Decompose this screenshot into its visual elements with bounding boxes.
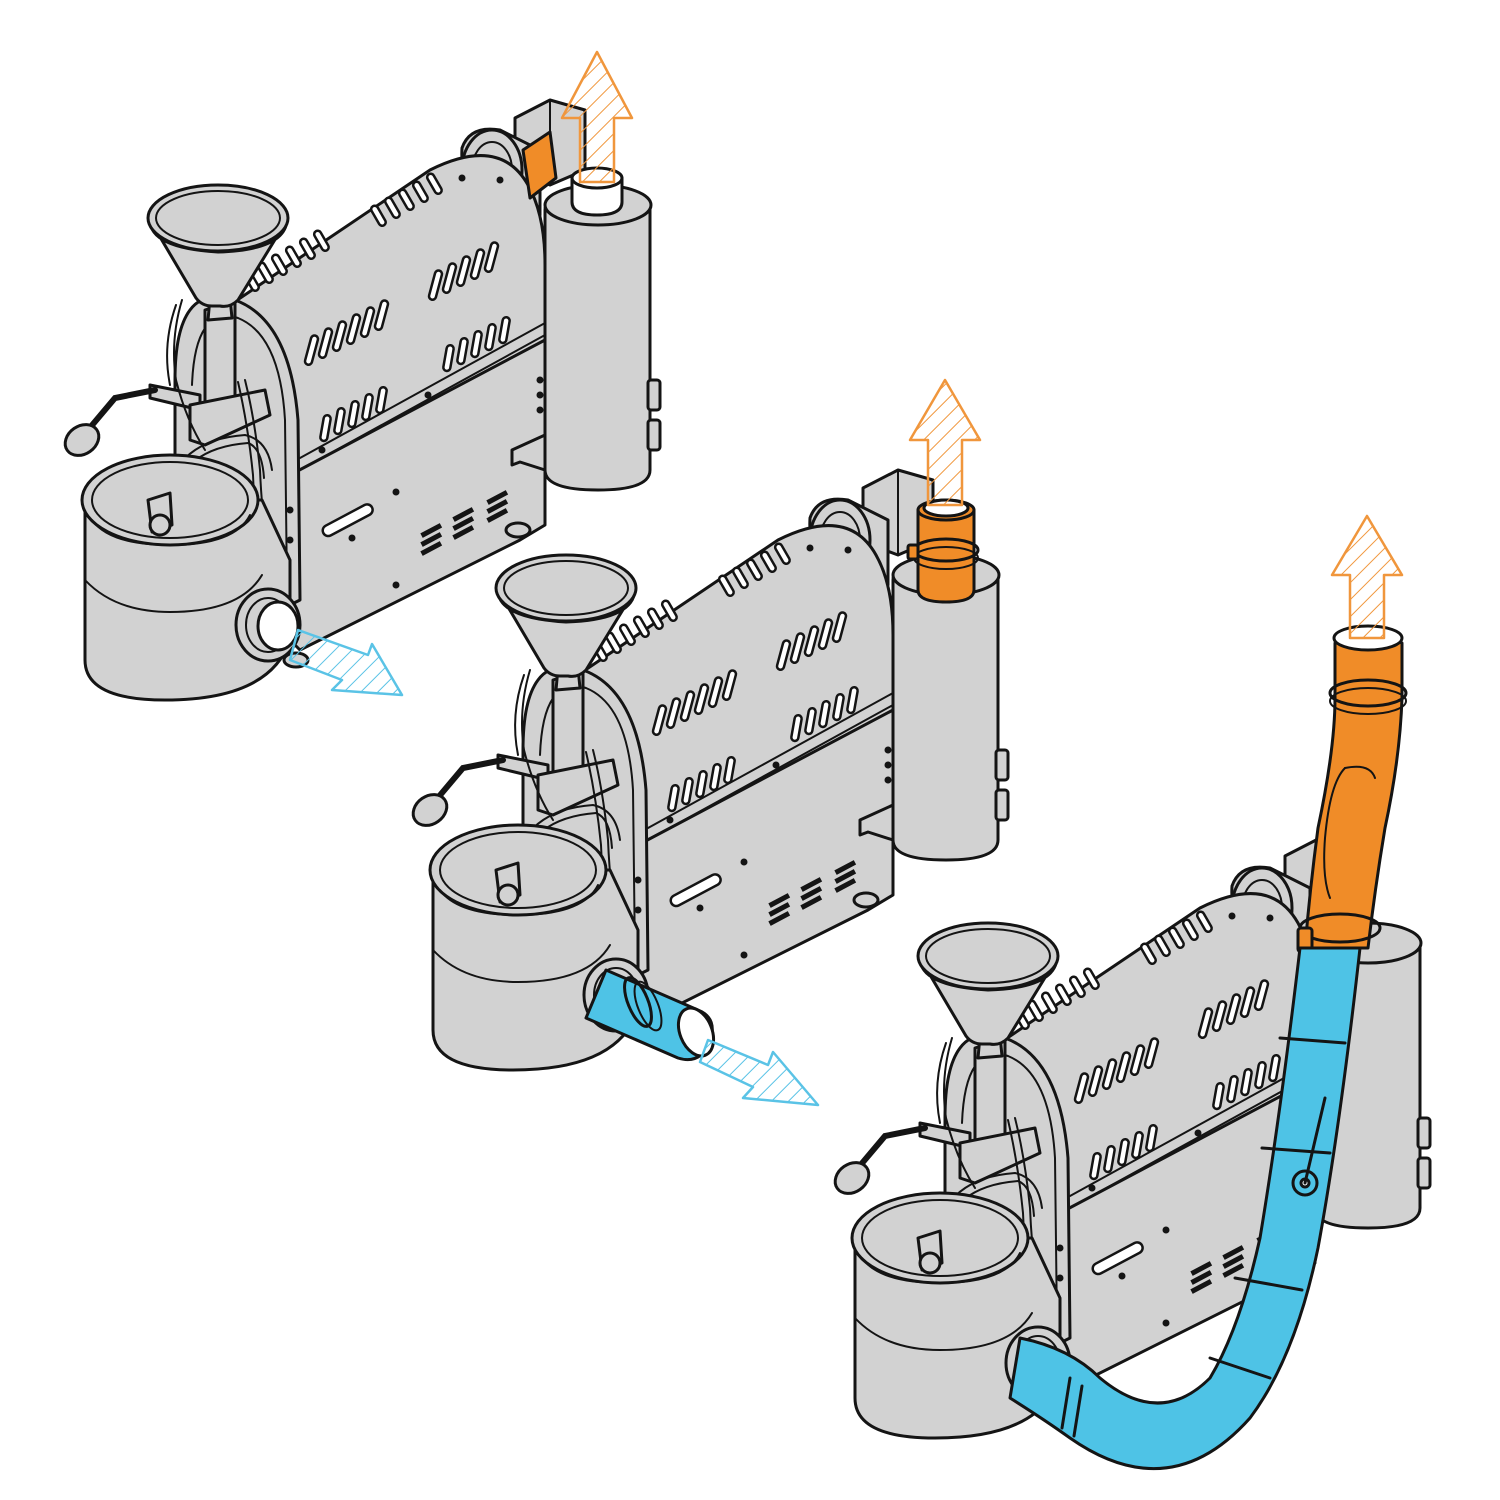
roaster-3	[829, 514, 1430, 1470]
intake-opening-1	[256, 600, 300, 652]
exhaust-collar-1	[521, 130, 558, 200]
roaster-1	[59, 50, 660, 700]
roaster-2	[407, 378, 1008, 1107]
exhaust-arrow-3	[1330, 514, 1404, 640]
intake-arrow-1	[288, 628, 404, 697]
intake-arrow-2	[698, 1038, 820, 1107]
exhaust-arrow-1	[560, 50, 634, 184]
exhaust-collar-2	[916, 508, 976, 604]
intake-duct-3	[1008, 946, 1362, 1470]
exhaust-arrow-2	[908, 378, 982, 507]
